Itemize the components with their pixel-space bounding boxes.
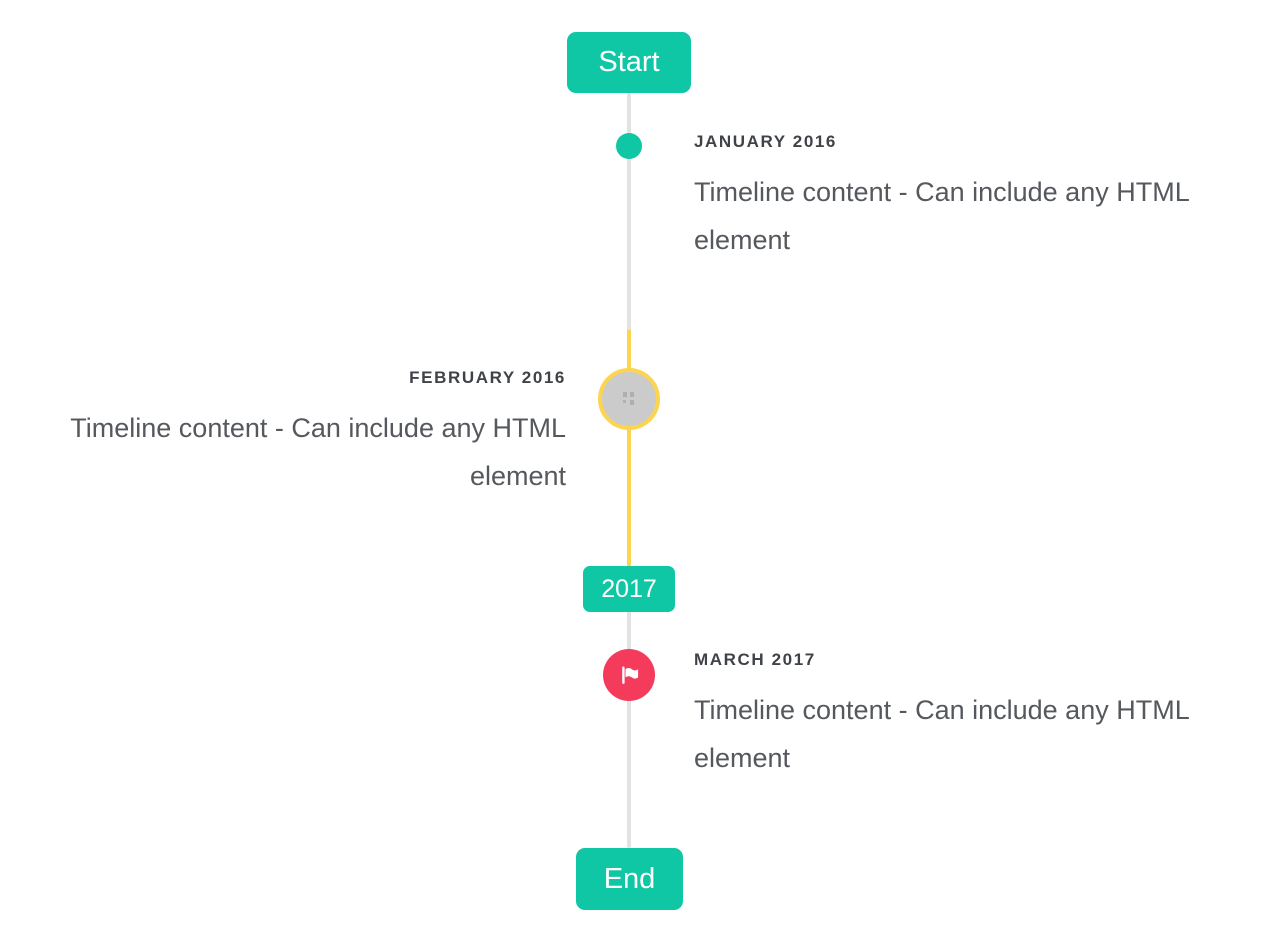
marker-february-circle[interactable] — [598, 368, 660, 430]
placeholder-icon — [620, 391, 638, 407]
timeline-entry-february: FEBRUARY 2016 Timeline content - Can inc… — [41, 367, 566, 500]
year-2017-badge[interactable]: 2017 — [583, 566, 675, 612]
year-badge-label: 2017 — [601, 574, 657, 603]
entry-content: Timeline content - Can include any HTML … — [694, 695, 1189, 773]
timeline-entry-january: JANUARY 2016 Timeline content - Can incl… — [694, 131, 1219, 264]
end-badge[interactable]: End — [576, 848, 683, 910]
entry-title: FEBRUARY 2016 — [409, 368, 566, 387]
marker-january-dot[interactable] — [616, 133, 642, 159]
entry-content: Timeline content - Can include any HTML … — [694, 177, 1189, 255]
marker-march-flag[interactable] — [603, 649, 655, 701]
entry-title: JANUARY 2016 — [694, 132, 837, 151]
end-badge-label: End — [603, 862, 656, 895]
timeline-line-highlight — [627, 330, 631, 567]
entry-content: Timeline content - Can include any HTML … — [70, 413, 566, 491]
entry-title: MARCH 2017 — [694, 650, 816, 669]
start-badge[interactable]: Start — [567, 32, 691, 93]
start-badge-label: Start — [598, 46, 660, 78]
timeline-entry-march: MARCH 2017 Timeline content - Can includ… — [694, 649, 1219, 782]
flag-icon — [616, 662, 642, 688]
